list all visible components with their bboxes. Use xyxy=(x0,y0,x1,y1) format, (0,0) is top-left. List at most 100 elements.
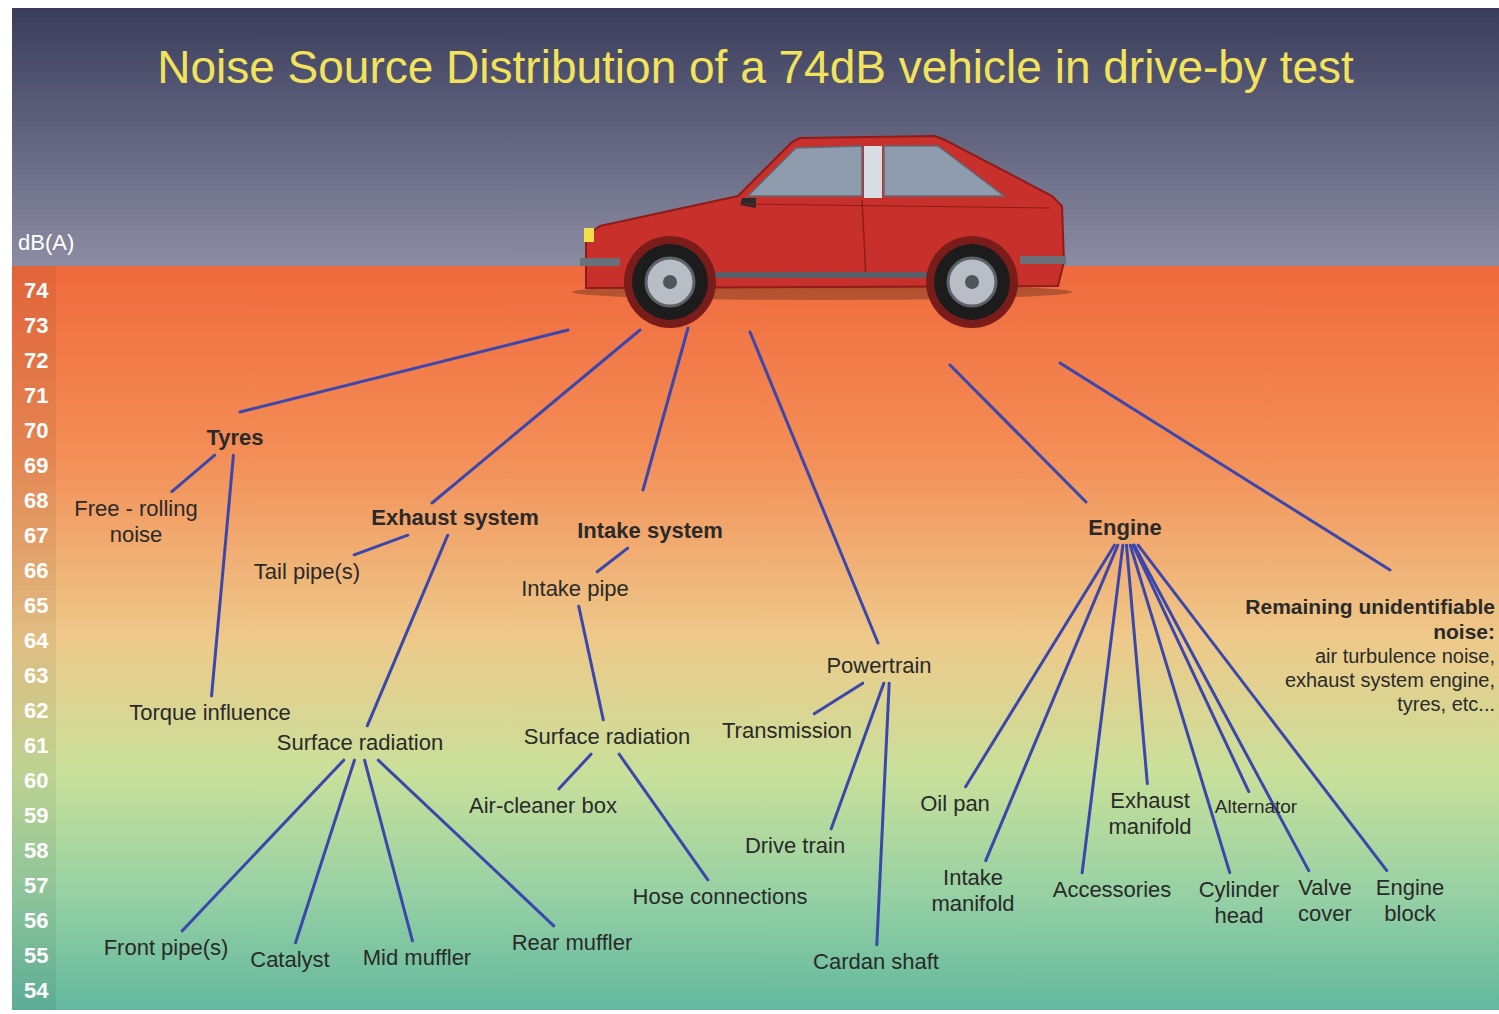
part-label: Surface radiation xyxy=(524,724,690,750)
part-label: Valve cover xyxy=(1285,875,1365,928)
label-text: Exhaust system xyxy=(371,505,539,531)
axis-level: 72 xyxy=(24,348,48,374)
part-label: Transmission xyxy=(722,718,852,744)
connector-line xyxy=(597,548,628,572)
part-label: Surface radiation xyxy=(277,730,443,756)
axis-level: 59 xyxy=(24,803,48,829)
label-text: Intake pipe xyxy=(521,576,629,602)
label-text: Catalyst xyxy=(250,947,329,973)
label-text: Oil pan xyxy=(920,791,990,817)
part-label: Free - rolling noise xyxy=(61,496,211,549)
axis-level: 56 xyxy=(24,908,48,934)
group-label: Exhaust system xyxy=(371,505,539,531)
axis-level: 71 xyxy=(24,383,48,409)
part-label: Cardan shaft xyxy=(813,949,939,975)
axis-level: 60 xyxy=(24,768,48,794)
axis-level: 66 xyxy=(24,558,48,584)
part-label: Cylinder head xyxy=(1193,877,1285,930)
group-label: Tyres xyxy=(206,425,263,451)
part-label: Drive train xyxy=(745,833,845,859)
axis-level: 55 xyxy=(24,943,48,969)
part-label: Air-cleaner box xyxy=(469,793,617,819)
connector-line xyxy=(1127,545,1148,783)
note-body: air turbulence noise, exhaust system eng… xyxy=(1265,644,1495,716)
connector-line xyxy=(172,455,215,491)
axis-level: 68 xyxy=(24,488,48,514)
part-label: Intake pipe xyxy=(521,576,629,602)
connector-line xyxy=(814,683,863,714)
axis-level: 74 xyxy=(24,278,48,304)
label-text: Cylinder head xyxy=(1193,877,1285,930)
axis-strip xyxy=(12,266,56,1010)
part-label: Accessories xyxy=(1053,877,1172,903)
axis-unit: dB(A) xyxy=(18,230,74,256)
part-label: Catalyst xyxy=(250,947,329,973)
connector-line xyxy=(378,760,554,926)
leader-line xyxy=(432,330,640,503)
car-illustration xyxy=(572,136,1072,328)
label-text: Exhaust manifold xyxy=(1100,788,1200,841)
diagram-title: Noise Source Distribution of a 74dB vehi… xyxy=(12,40,1499,94)
car-leader-lines xyxy=(240,328,1390,643)
connector-line xyxy=(296,760,355,943)
part-label: Alternator xyxy=(1215,796,1297,819)
label-text: Surface radiation xyxy=(524,724,690,750)
label-text: Powertrain xyxy=(826,653,931,679)
group-label: Intake system xyxy=(577,518,723,544)
label-text: Accessories xyxy=(1053,877,1172,903)
connector-line xyxy=(182,760,343,931)
label-text: Front pipe(s) xyxy=(104,935,229,961)
label-text: Hose connections xyxy=(633,884,808,910)
leader-line xyxy=(950,365,1086,502)
label-text: Rear muffler xyxy=(512,930,633,956)
connector-line xyxy=(579,606,604,720)
axis-level: 70 xyxy=(24,418,48,444)
connector-line xyxy=(831,683,884,829)
label-text: Drive train xyxy=(745,833,845,859)
axis-level: 57 xyxy=(24,873,48,899)
axis-level: 61 xyxy=(24,733,48,759)
connector-line xyxy=(367,535,447,726)
label-text: Surface radiation xyxy=(277,730,443,756)
axis-level: 67 xyxy=(24,523,48,549)
axis-level: 54 xyxy=(24,978,48,1004)
part-label: Oil pan xyxy=(920,791,990,817)
part-label: Mid muffler xyxy=(363,945,471,971)
group-label: Engine xyxy=(1088,515,1161,541)
label-text: Torque influence xyxy=(129,700,290,726)
part-label: Tail pipe(s) xyxy=(254,559,360,585)
note-block: Remaining unidentifiable noise:air turbu… xyxy=(1205,594,1495,716)
part-label: Rear muffler xyxy=(512,930,633,956)
connector-line xyxy=(966,545,1115,787)
label-text: Intake manifold xyxy=(923,865,1023,918)
leader-line xyxy=(643,328,688,490)
part-label: Torque influence xyxy=(129,700,290,726)
part-label: Powertrain xyxy=(826,653,931,679)
connector-line xyxy=(559,754,591,789)
axis-level: 69 xyxy=(24,453,48,479)
axis-level: 62 xyxy=(24,698,48,724)
leader-line xyxy=(1060,363,1390,570)
label-text: Engine xyxy=(1088,515,1161,541)
label-text: Tyres xyxy=(206,425,263,451)
note-heading: Remaining unidentifiable noise: xyxy=(1205,594,1495,644)
leader-line xyxy=(240,330,568,412)
label-text: Tail pipe(s) xyxy=(254,559,360,585)
connector-line xyxy=(619,754,708,880)
part-label: Hose connections xyxy=(633,884,808,910)
axis-level: 63 xyxy=(24,663,48,689)
label-text: Air-cleaner box xyxy=(469,793,617,819)
part-label: Exhaust manifold xyxy=(1100,788,1200,841)
label-text: Free - rolling noise xyxy=(61,496,211,549)
connector-line xyxy=(986,545,1118,860)
label-text: Engine block xyxy=(1369,875,1451,928)
part-label: Intake manifold xyxy=(923,865,1023,918)
label-text: Mid muffler xyxy=(363,945,471,971)
axis-level: 65 xyxy=(24,593,48,619)
leader-line xyxy=(750,332,878,643)
level-panel xyxy=(12,266,1499,1010)
